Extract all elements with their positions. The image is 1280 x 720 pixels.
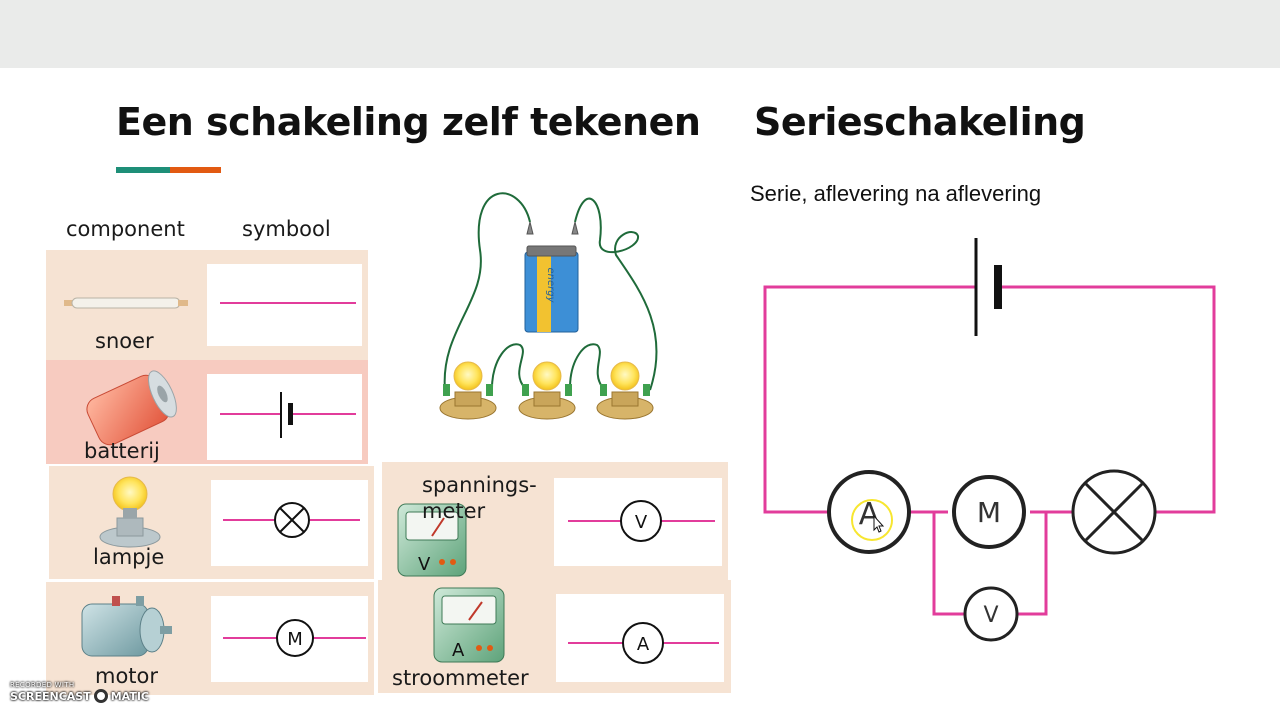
voltmeter-letter: V (983, 603, 998, 628)
circuit-wire (763, 285, 976, 514)
voltmeter-symbol: V (568, 500, 715, 542)
watermark-word2: MATIC (110, 689, 149, 703)
circuit-illustration: energy (439, 192, 658, 420)
watermark-word1: SCREENCAST (10, 689, 91, 703)
motor-circle (952, 475, 1026, 549)
voltmeter-symbol-letter: V (635, 512, 648, 533)
accent-bar-orange (170, 167, 221, 173)
component-label-lampje: lampje (93, 545, 165, 569)
motor-symbol-letter: M (287, 629, 303, 650)
battery-symbol-short-plate (994, 265, 1002, 309)
component-label-snoer: snoer (95, 329, 154, 353)
voltmeter-circle (963, 586, 1019, 642)
motor-letter: M (977, 496, 1001, 529)
ammeter-symbol-letter: A (637, 634, 650, 655)
lamp-illustration (99, 476, 161, 548)
motor-illustration (81, 596, 172, 657)
battery-brand-label: energy (545, 267, 556, 303)
battery-symbol (220, 392, 356, 438)
lamp-cross (1084, 482, 1144, 542)
table-header-component: component (66, 217, 185, 241)
component-label-stroommeter: stroommeter (392, 666, 529, 690)
row-batterij-symbol-box (207, 374, 362, 460)
lamp-symbol (223, 502, 360, 538)
circuit-wire (1000, 285, 1216, 514)
mouse-pointer-icon (873, 514, 885, 533)
circuit-wire (932, 512, 964, 616)
slide-title-left: Een schakeling zelf tekenen (116, 100, 701, 144)
accent-bar-teal (116, 167, 170, 173)
component-label-motor: motor (95, 664, 159, 688)
battery-illustration (86, 370, 177, 446)
component-label-spanningsmeter: spannings- meter (422, 473, 537, 524)
cursor-highlight (851, 499, 893, 541)
watermark-line2: SCREENCAST MATIC (10, 689, 149, 703)
ammeter-symbol: A (568, 622, 719, 664)
row-snoer-symbol-box (207, 264, 362, 346)
svg-text:V: V (418, 554, 431, 575)
svg-text:A: A (452, 640, 465, 661)
slide-title-right: Serieschakeling (754, 100, 1086, 144)
component-label-batterij: batterij (84, 439, 160, 463)
motor-symbol: M (223, 619, 366, 657)
table-header-symbol: symbool (242, 217, 331, 241)
slide-subtitle: Serie, aflevering na aflevering (750, 181, 1042, 206)
screencast-watermark: RECORDED WITH SCREENCAST MATIC (10, 681, 149, 703)
screencast-logo-icon (93, 689, 108, 703)
cord-illustration (64, 297, 188, 309)
circuit-wire (1018, 512, 1048, 616)
top-bar (0, 0, 1280, 68)
voltmeter-illustration: V (397, 503, 467, 577)
ammeter-illustration: A (433, 587, 505, 663)
watermark-line1: RECORDED WITH (10, 681, 75, 689)
series-circuit-diagram: A M V (763, 238, 1216, 642)
